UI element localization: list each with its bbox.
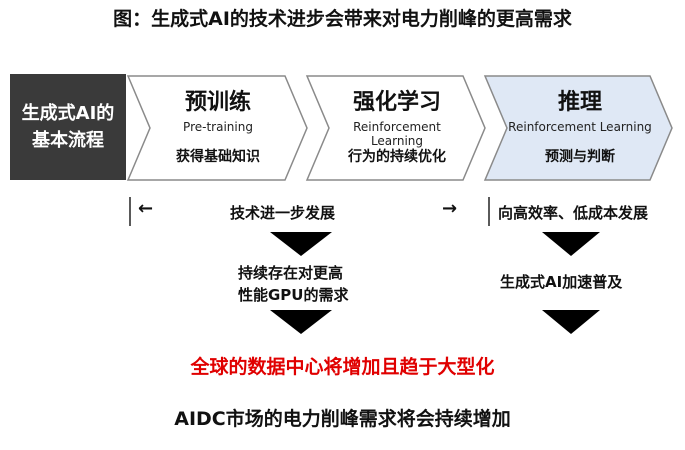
stage-rl-desc: 行为的持续优化 bbox=[348, 149, 446, 165]
stage-pretraining-desc: 获得基础知识 bbox=[176, 149, 260, 165]
left-down-triangle-1 bbox=[270, 232, 332, 256]
stage-pretraining-en: Pre-training bbox=[183, 120, 253, 134]
left-branch-result-line2: 性能GPU的需求 bbox=[238, 286, 349, 304]
stage-chevron-rl bbox=[305, 75, 486, 181]
right-down-triangle-2 bbox=[542, 310, 600, 334]
right-branch-heading: 向高效率、低成本发展 bbox=[498, 204, 649, 222]
flow-label: 生成式AI的 基本流程 bbox=[12, 76, 124, 178]
left-branch-heading: 技术进一步发展 bbox=[230, 204, 336, 222]
stage-inference-title: 推理 bbox=[557, 90, 602, 115]
stage-inference-desc: 预测与判断 bbox=[545, 149, 615, 165]
stage-rl-title: 强化学习 bbox=[352, 90, 441, 115]
left-branch-result-line1: 持续存在对更高 bbox=[238, 264, 344, 282]
conclusion-red: 全球的数据中心将增加且趋于大型化 bbox=[190, 356, 495, 378]
stage-inference-en: Reinforcement Learning bbox=[508, 120, 652, 134]
page-title: 图：生成式AI的技术进步会带来对电力削峰的更高需求 bbox=[113, 8, 572, 30]
right-down-triangle-1 bbox=[542, 232, 600, 256]
right-arrow-icon: → bbox=[442, 198, 458, 219]
flow-label-line1: 生成式AI的 bbox=[21, 103, 115, 124]
stage-rl-en: Reinforcement Learning bbox=[353, 120, 441, 148]
left-branch-result: 持续存在对更高 性能GPU的需求 bbox=[238, 262, 349, 306]
left-down-triangle-2 bbox=[270, 310, 332, 334]
conclusion-final: AIDC市场的电力削峰需求将会持续增加 bbox=[174, 408, 511, 430]
stage-chevron-inference bbox=[483, 75, 673, 181]
flow-label-line2: 基本流程 bbox=[31, 130, 104, 151]
flow-label-box bbox=[10, 74, 126, 180]
right-branch-result: 生成式AI加速普及 bbox=[500, 273, 623, 291]
stage-chevron-pretraining bbox=[126, 75, 308, 181]
stage-pretraining-title: 预训练 bbox=[184, 90, 251, 115]
left-arrow-icon: ← bbox=[138, 198, 154, 219]
